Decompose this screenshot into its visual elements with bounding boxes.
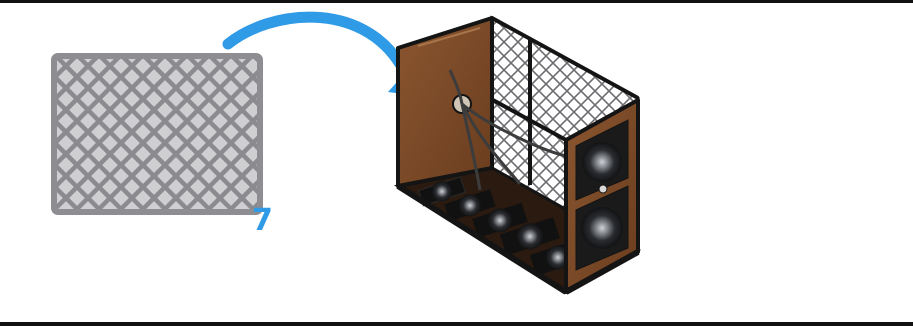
case-fan-bottom: [575, 185, 629, 271]
mining-rig-case-icon: [393, 15, 642, 295]
case-fan-top: [575, 119, 629, 201]
mesh-panel-icon: [51, 53, 263, 215]
gpu-row: [417, 176, 587, 276]
frame-border-bottom: [0, 322, 913, 326]
step-number: 7: [252, 203, 273, 238]
frame-border-top: [0, 0, 913, 3]
